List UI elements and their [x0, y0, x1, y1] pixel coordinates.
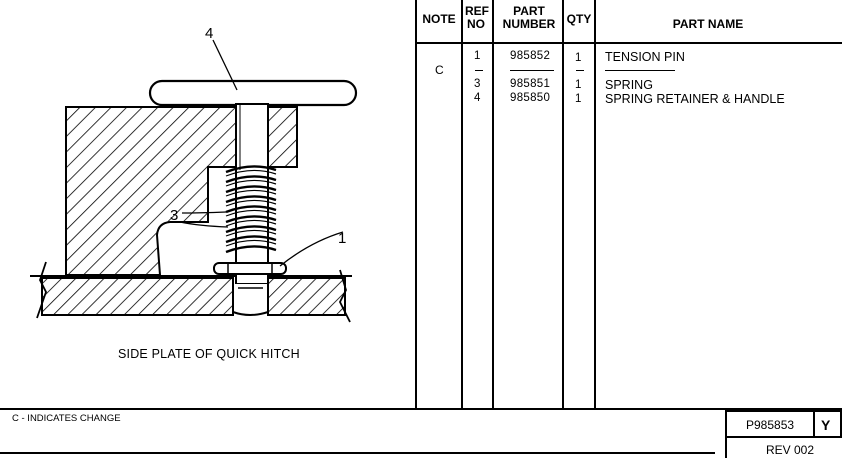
header-ref-no: REF NO — [465, 4, 489, 31]
row3-part-name: SPRING RETAINER & HANDLE — [605, 92, 785, 106]
callout-4: 4 — [205, 25, 213, 42]
doc-letter-box: Y — [811, 410, 842, 438]
row1-qty: 1 — [575, 52, 582, 64]
callout-3: 3 — [170, 207, 178, 224]
row3-part-number: 985850 — [510, 92, 551, 104]
drawing-caption: SIDE PLATE OF QUICK HITCH — [118, 347, 300, 361]
base-plate — [41, 277, 234, 316]
row2-part-name: SPRING — [605, 78, 653, 92]
shaft — [235, 103, 269, 285]
handle — [148, 79, 358, 107]
row3-qty: 1 — [575, 93, 582, 105]
tension-pin — [213, 262, 287, 275]
row3-ref: 4 — [474, 92, 481, 104]
row2-part-number: 985851 — [510, 78, 551, 90]
parts-table: NOTE REF NO PART NUMBER QTY PART NAME C … — [415, 0, 842, 408]
row2-ref: 3 — [474, 78, 481, 90]
doc-number: P985853 — [746, 418, 795, 432]
row1-ref: 1 — [474, 50, 481, 62]
header-part-number: PART NUMBER — [502, 4, 556, 31]
header-qty: QTY — [566, 12, 592, 26]
callout-1: 1 — [338, 230, 346, 247]
revision: REV 002 — [766, 443, 815, 457]
row1-part-name: TENSION PIN — [605, 50, 685, 64]
header-note: NOTE — [422, 12, 456, 26]
spring — [225, 165, 277, 254]
quick-hitch-drawing: 4 3 1 — [30, 25, 358, 323]
row1-part-number: 985852 — [510, 50, 551, 62]
header-part-name: PART NAME — [672, 17, 744, 31]
change-note: C - INDICATES CHANGE — [12, 413, 121, 424]
row2-qty: 1 — [575, 79, 582, 91]
doc-number-box: P985853 — [725, 410, 815, 438]
note-value: C — [435, 63, 444, 77]
doc-letter: Y — [821, 417, 831, 433]
